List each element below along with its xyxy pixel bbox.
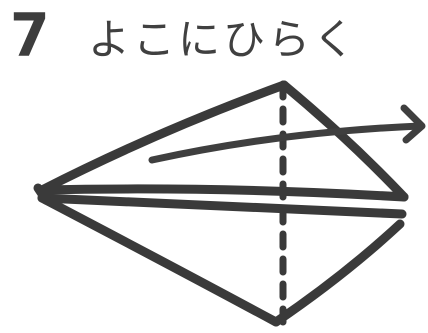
lower-right-edge xyxy=(276,224,400,322)
lower-left-edge xyxy=(42,198,276,322)
upper-left-edge xyxy=(42,85,284,190)
flap-top-edge xyxy=(42,189,404,197)
upper-right-edge xyxy=(284,85,404,197)
flap-bottom-edge xyxy=(42,198,402,214)
